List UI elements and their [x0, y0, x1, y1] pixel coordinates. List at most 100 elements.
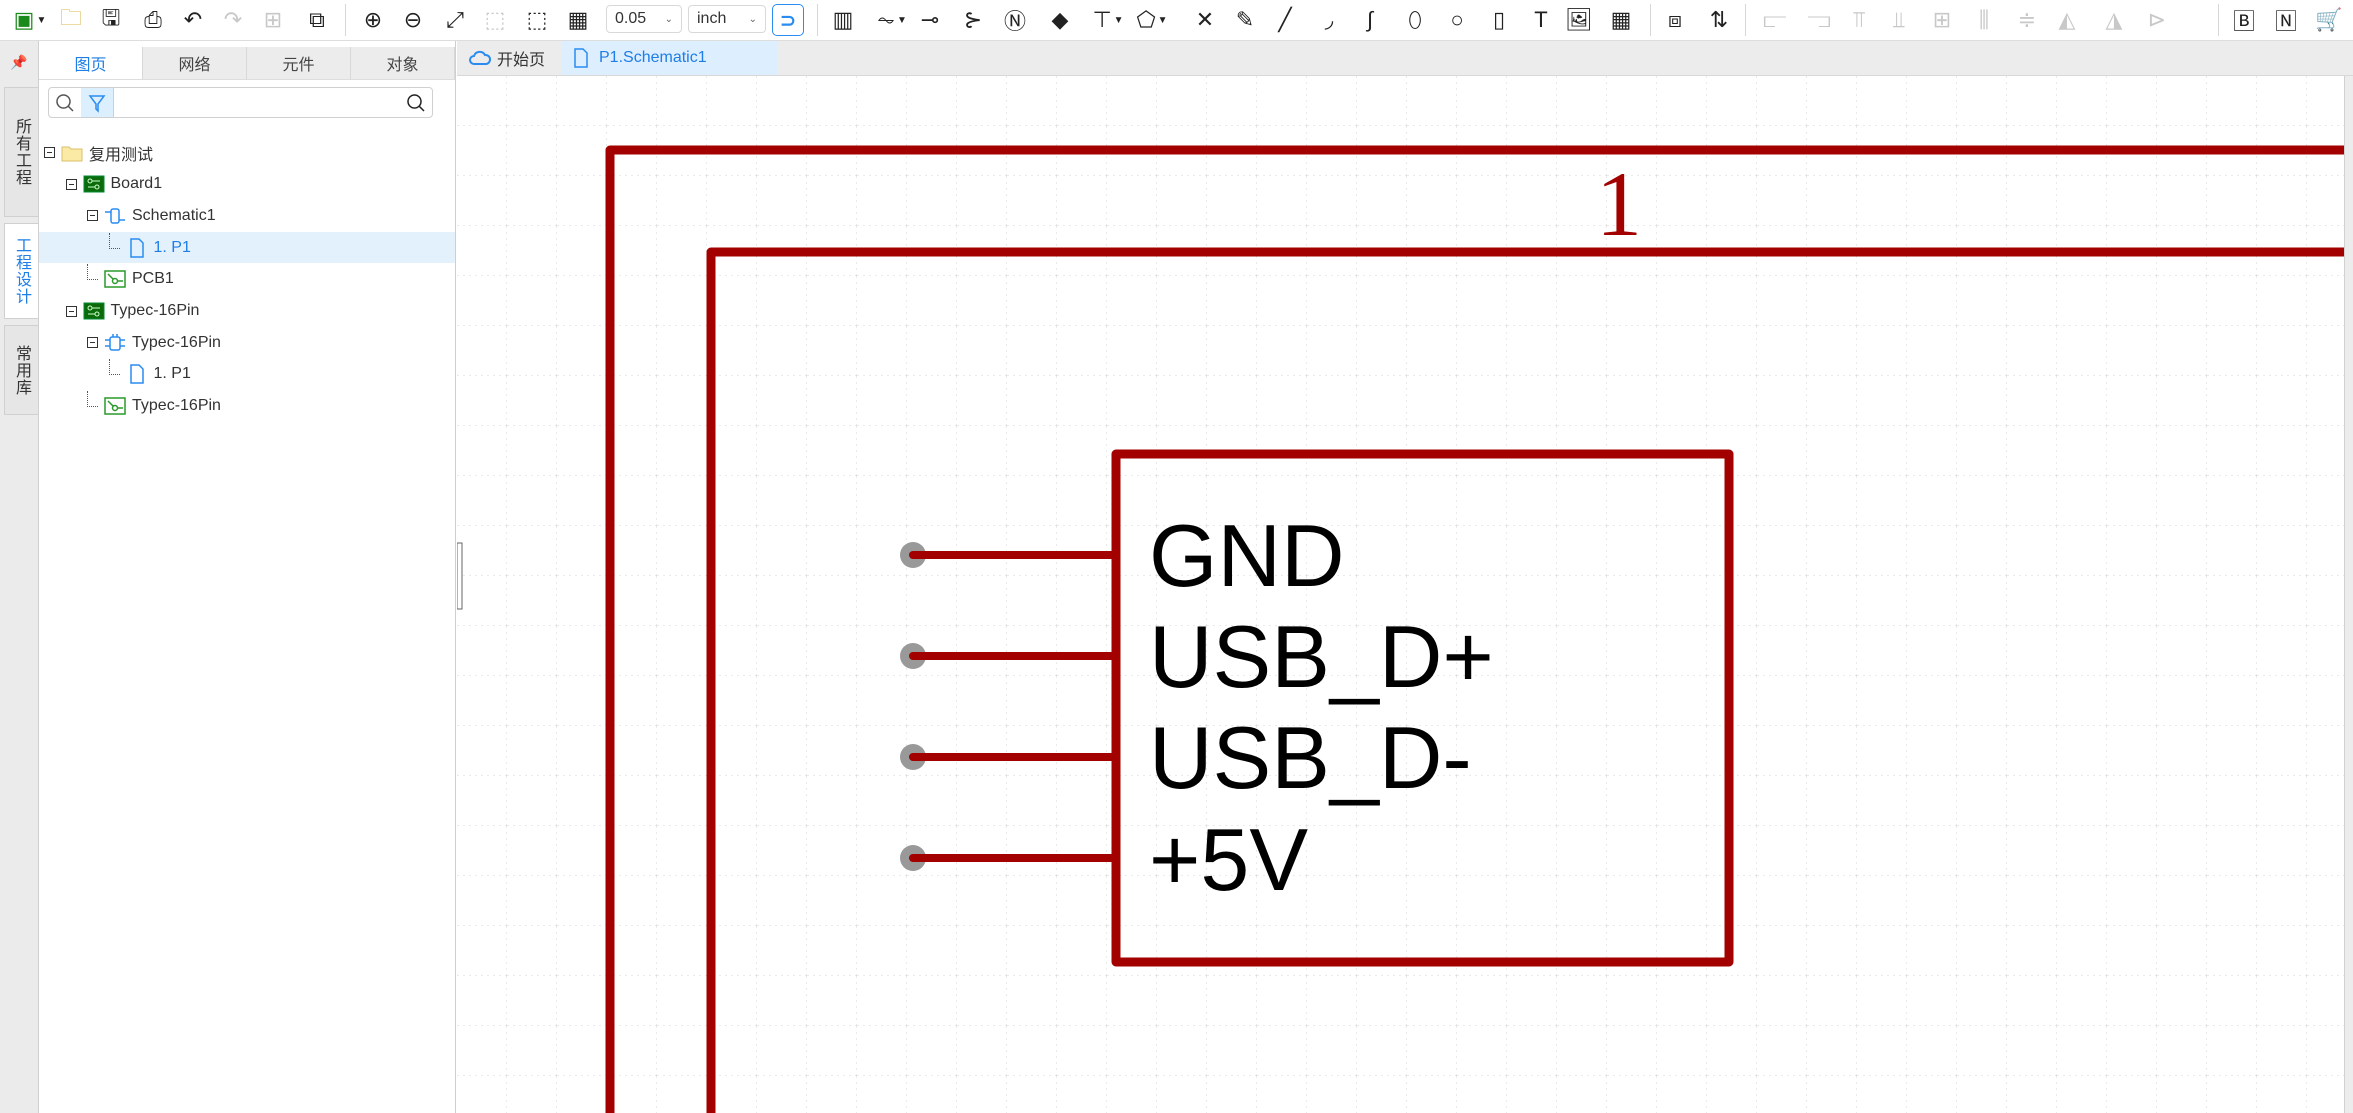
collapse-toggle-icon[interactable]	[44, 147, 55, 158]
pin-swap-button[interactable]: ⇅	[1704, 4, 1734, 36]
snap-size-dropdown[interactable]: 0.05⌄	[606, 5, 682, 33]
new-project-button[interactable]: ▣▼	[10, 4, 50, 36]
save-as-button[interactable]: ⎙	[138, 4, 168, 36]
find-document-button[interactable]: ⧉	[302, 4, 332, 36]
pin-usb-d-minus[interactable]: USB_D-	[900, 708, 1472, 807]
pin-list-button[interactable]: ⧈	[1660, 4, 1690, 36]
filter-mode-button[interactable]	[81, 88, 114, 117]
tree-item-board[interactable]: Typec-16Pin	[39, 296, 455, 327]
tree-item-pcb[interactable]: PCB1	[39, 264, 455, 295]
dropdown-arrow-icon[interactable]: ▼	[36, 14, 47, 26]
align-center-icon: ⊞	[1932, 7, 1952, 32]
flip-horizontal-button[interactable]: ◭	[2052, 4, 2082, 36]
collapse-toggle-icon[interactable]	[87, 337, 98, 349]
collapse-toggle-icon[interactable]	[65, 178, 77, 190]
component-button[interactable]: ▥	[828, 4, 858, 36]
bus-entry-button[interactable]: ⊸	[915, 4, 945, 36]
align-top-button[interactable]: ⫪	[1844, 4, 1874, 36]
fit-view-button[interactable]: ⤢	[440, 4, 470, 36]
pcb-icon	[104, 396, 126, 416]
unit-dropdown[interactable]: inch⌄	[688, 5, 766, 33]
pin-panel-icon[interactable]: 📌	[10, 54, 28, 70]
pin-gnd[interactable]: GND	[900, 506, 1345, 605]
cloud-icon	[469, 50, 491, 65]
junction-button[interactable]: ◆	[1045, 4, 1075, 36]
open-folder-button[interactable]: 🗀	[56, 4, 86, 36]
vtab-common-library[interactable]: 常用库	[4, 325, 38, 415]
pin-5v[interactable]: +5V	[900, 810, 1308, 909]
undo-icon: ↶	[183, 7, 203, 32]
save-button[interactable]: 🖫	[96, 4, 126, 36]
tree-item-page[interactable]: 1. P1	[39, 359, 455, 390]
redo-button[interactable]: ↷	[218, 4, 248, 36]
align-left-button[interactable]: ⫍	[1760, 4, 1790, 36]
zoom-area-button[interactable]: ⬚	[480, 4, 510, 36]
wire-tool-button[interactable]: ⊃	[772, 4, 804, 36]
line-button[interactable]: ╱	[1270, 4, 1300, 36]
tree-item-board[interactable]: Board1	[39, 169, 455, 200]
dropdown-arrow-icon[interactable]: ▼	[1113, 14, 1124, 26]
vtab-all-projects[interactable]: 所有工程	[4, 87, 38, 217]
align-center-button[interactable]: ⊞	[1927, 4, 1957, 36]
zoom-out-button[interactable]: ⊖	[398, 4, 428, 36]
dropdown-arrow-icon[interactable]: ▼	[1157, 14, 1168, 26]
table-button[interactable]: ▦	[1606, 4, 1636, 36]
no-connect-button[interactable]: ✕	[1190, 4, 1220, 36]
collapse-toggle-icon[interactable]	[87, 210, 98, 222]
group-button[interactable]: ⊞	[258, 4, 288, 36]
tree-item-label: 1. P1	[153, 238, 191, 256]
schematic-canvas[interactable]: 1 GND USB_D+ USB_D- +5V	[457, 76, 2353, 1113]
arc-button[interactable]: ◞	[1314, 4, 1344, 36]
tree-item-page[interactable]: 1. P1	[39, 232, 455, 264]
tab-components[interactable]: 元件	[247, 47, 351, 79]
align-bottom-button[interactable]: ⫫	[1884, 4, 1914, 36]
port-button[interactable]: ⬠▼	[1132, 4, 1172, 36]
align-right-button[interactable]: ⫎	[1804, 4, 1834, 36]
search-icon	[56, 93, 74, 112]
bezier-button[interactable]: ∫	[1355, 4, 1385, 36]
text-button[interactable]: T	[1526, 4, 1556, 36]
tree-item-folder[interactable]: 复用测试	[39, 137, 455, 168]
frame-zone-label: 1	[1596, 153, 1642, 255]
ellipse-button[interactable]: ⬯	[1400, 4, 1430, 36]
vcc-button[interactable]: ⊤▼	[1088, 4, 1128, 36]
vertical-scrollbar[interactable]	[2344, 76, 2353, 1113]
netlist-button[interactable]: 🄽	[2271, 4, 2301, 36]
cart-button[interactable]: 🛒	[2314, 4, 2344, 36]
search-submit-button[interactable]	[400, 88, 432, 117]
left-panel-collapse-handle[interactable]	[457, 542, 463, 610]
resistor-button[interactable]: ⏦▼	[872, 4, 912, 36]
dropdown-arrow-icon[interactable]: ▼	[897, 14, 907, 26]
pen-button[interactable]: ✎	[1230, 4, 1260, 36]
doc-tab-start-page[interactable]: 开始页	[457, 41, 561, 75]
pin-usb-d-plus[interactable]: USB_D+	[900, 607, 1494, 706]
tree-item-schematic[interactable]: Schematic1	[39, 200, 455, 231]
tree-item-symbol[interactable]: Typec-16Pin	[39, 327, 455, 358]
grid-button[interactable]: ▦	[563, 4, 593, 36]
image-button[interactable]: 🖼	[1564, 4, 1594, 36]
zoom-in-button[interactable]: ⊕	[358, 4, 388, 36]
wire-icon: ⊃	[779, 9, 797, 32]
netflag-button[interactable]: ⊱	[958, 4, 988, 36]
distribute-vertical-button[interactable]: ≑	[2012, 4, 2042, 36]
tab-pages[interactable]: 图页	[39, 47, 143, 79]
zoom-selection-button[interactable]: ⬚	[522, 4, 552, 36]
search-input[interactable]	[114, 88, 400, 117]
tab-nets[interactable]: 网络	[143, 47, 247, 79]
align-left-icon: ⫍	[1763, 7, 1787, 32]
rectangle-button[interactable]: ▯	[1484, 4, 1514, 36]
rotate-button[interactable]: ⊳	[2142, 4, 2172, 36]
tree-item-pcb[interactable]: Typec-16Pin	[39, 391, 455, 422]
search-mode-button[interactable]	[49, 88, 81, 117]
vtab-project-design[interactable]: 工程设计	[4, 223, 38, 319]
bom-button[interactable]: 🄱	[2229, 4, 2259, 36]
doc-tab-p1-schematic1[interactable]: P1.Schematic1	[561, 41, 777, 75]
flip-vertical-button[interactable]: ◮	[2099, 4, 2129, 36]
netlabel-button[interactable]: Ⓝ	[1000, 4, 1030, 36]
component-symbol[interactable]: GND USB_D+ USB_D- +5V	[900, 449, 1734, 967]
distribute-horizontal-button[interactable]: ⫼	[1969, 4, 1999, 36]
tab-objects[interactable]: 对象	[351, 47, 455, 79]
circle-button[interactable]: ○	[1442, 4, 1472, 36]
undo-button[interactable]: ↶	[178, 4, 208, 36]
collapse-toggle-icon[interactable]	[65, 305, 77, 317]
